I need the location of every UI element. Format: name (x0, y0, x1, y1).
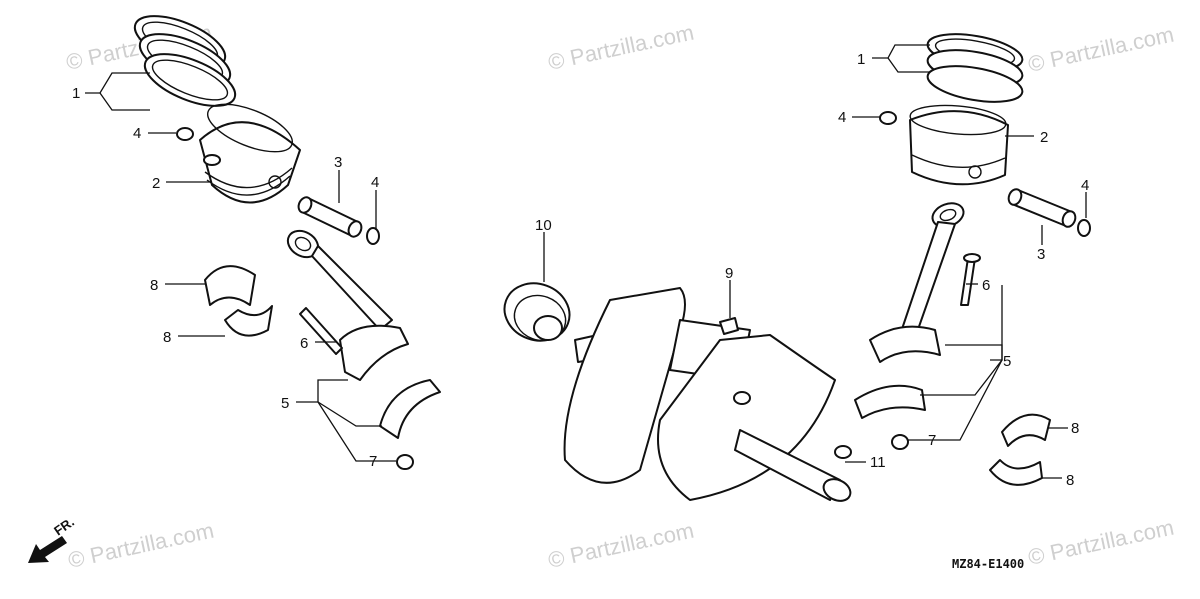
callout-4-left-side: 4 (371, 174, 379, 191)
callout-5-right: 5 (1003, 353, 1011, 370)
callout-4-right-side: 4 (1081, 177, 1089, 194)
piston-pin-right (1007, 188, 1077, 228)
connecting-rod-right (869, 202, 965, 363)
piston-left (199, 103, 301, 204)
piston-rings-right (926, 33, 1024, 103)
callout-1-right: 1 (857, 51, 865, 68)
callout-1-left: 1 (72, 85, 80, 102)
front-arrow-icon (28, 536, 67, 563)
piston-pin-clip-right-top (879, 111, 897, 125)
callout-6-left: 6 (300, 335, 308, 352)
callout-8-left-upper: 8 (150, 277, 158, 294)
piston-pin-left (297, 196, 363, 238)
piston-rings-left (133, 15, 237, 107)
diagram-code: MZ84-E1400 (952, 557, 1024, 571)
callout-8-right-lower: 8 (1066, 472, 1074, 489)
piston-pin-clip-left-top (176, 127, 194, 141)
woodruff-key (719, 317, 739, 335)
rod-nut-right (891, 434, 909, 450)
piston-right (909, 104, 1009, 186)
callout-6-right: 6 (982, 277, 990, 294)
callout-11: 11 (870, 454, 886, 471)
callout-8-left-lower: 8 (163, 329, 171, 346)
bearing-right-lower (989, 459, 1043, 486)
callout-7-left: 7 (369, 453, 377, 470)
bearing-left-lower (224, 305, 273, 337)
callout-4-left-top: 4 (133, 125, 141, 142)
piston-pin-clip-left-side (366, 227, 380, 245)
callout-3-left: 3 (334, 154, 342, 171)
callout-4-right-top: 4 (838, 109, 846, 126)
watermark-6: © Partzilla.com (1026, 515, 1176, 570)
crankshaft (563, 287, 852, 502)
front-label: FR. (51, 514, 77, 538)
watermark-5: © Partzilla.com (546, 518, 696, 573)
callout-2-left: 2 (152, 175, 160, 192)
rod-cap-right (854, 384, 926, 419)
callout-labels: 1 4 2 3 4 8 8 6 5 7 10 9 11 1 4 2 4 3 6 … (72, 51, 1089, 489)
callout-5-left: 5 (281, 395, 289, 412)
primary-drive-gear (503, 282, 571, 342)
watermark-3: © Partzilla.com (1026, 22, 1176, 77)
watermark-4: © Partzilla.com (66, 518, 216, 573)
rod-cap-left (379, 379, 441, 439)
rod-nut-left (396, 454, 414, 470)
leader-lines (85, 44, 1087, 479)
piston-pin-clip-right-side (1077, 219, 1091, 237)
crankshaft-key (834, 445, 852, 459)
callout-10: 10 (535, 217, 552, 234)
callout-2-right: 2 (1040, 129, 1048, 146)
callout-9: 9 (725, 265, 733, 282)
watermark-2: © Partzilla.com (546, 20, 696, 75)
connecting-rod-left (286, 229, 409, 381)
rod-bolt-right (960, 253, 981, 306)
callout-8-right-upper: 8 (1071, 420, 1079, 437)
callout-7-right: 7 (928, 432, 936, 449)
bearing-right-upper (1001, 413, 1051, 447)
bearing-left-upper (204, 265, 256, 306)
callout-3-right: 3 (1037, 246, 1045, 263)
